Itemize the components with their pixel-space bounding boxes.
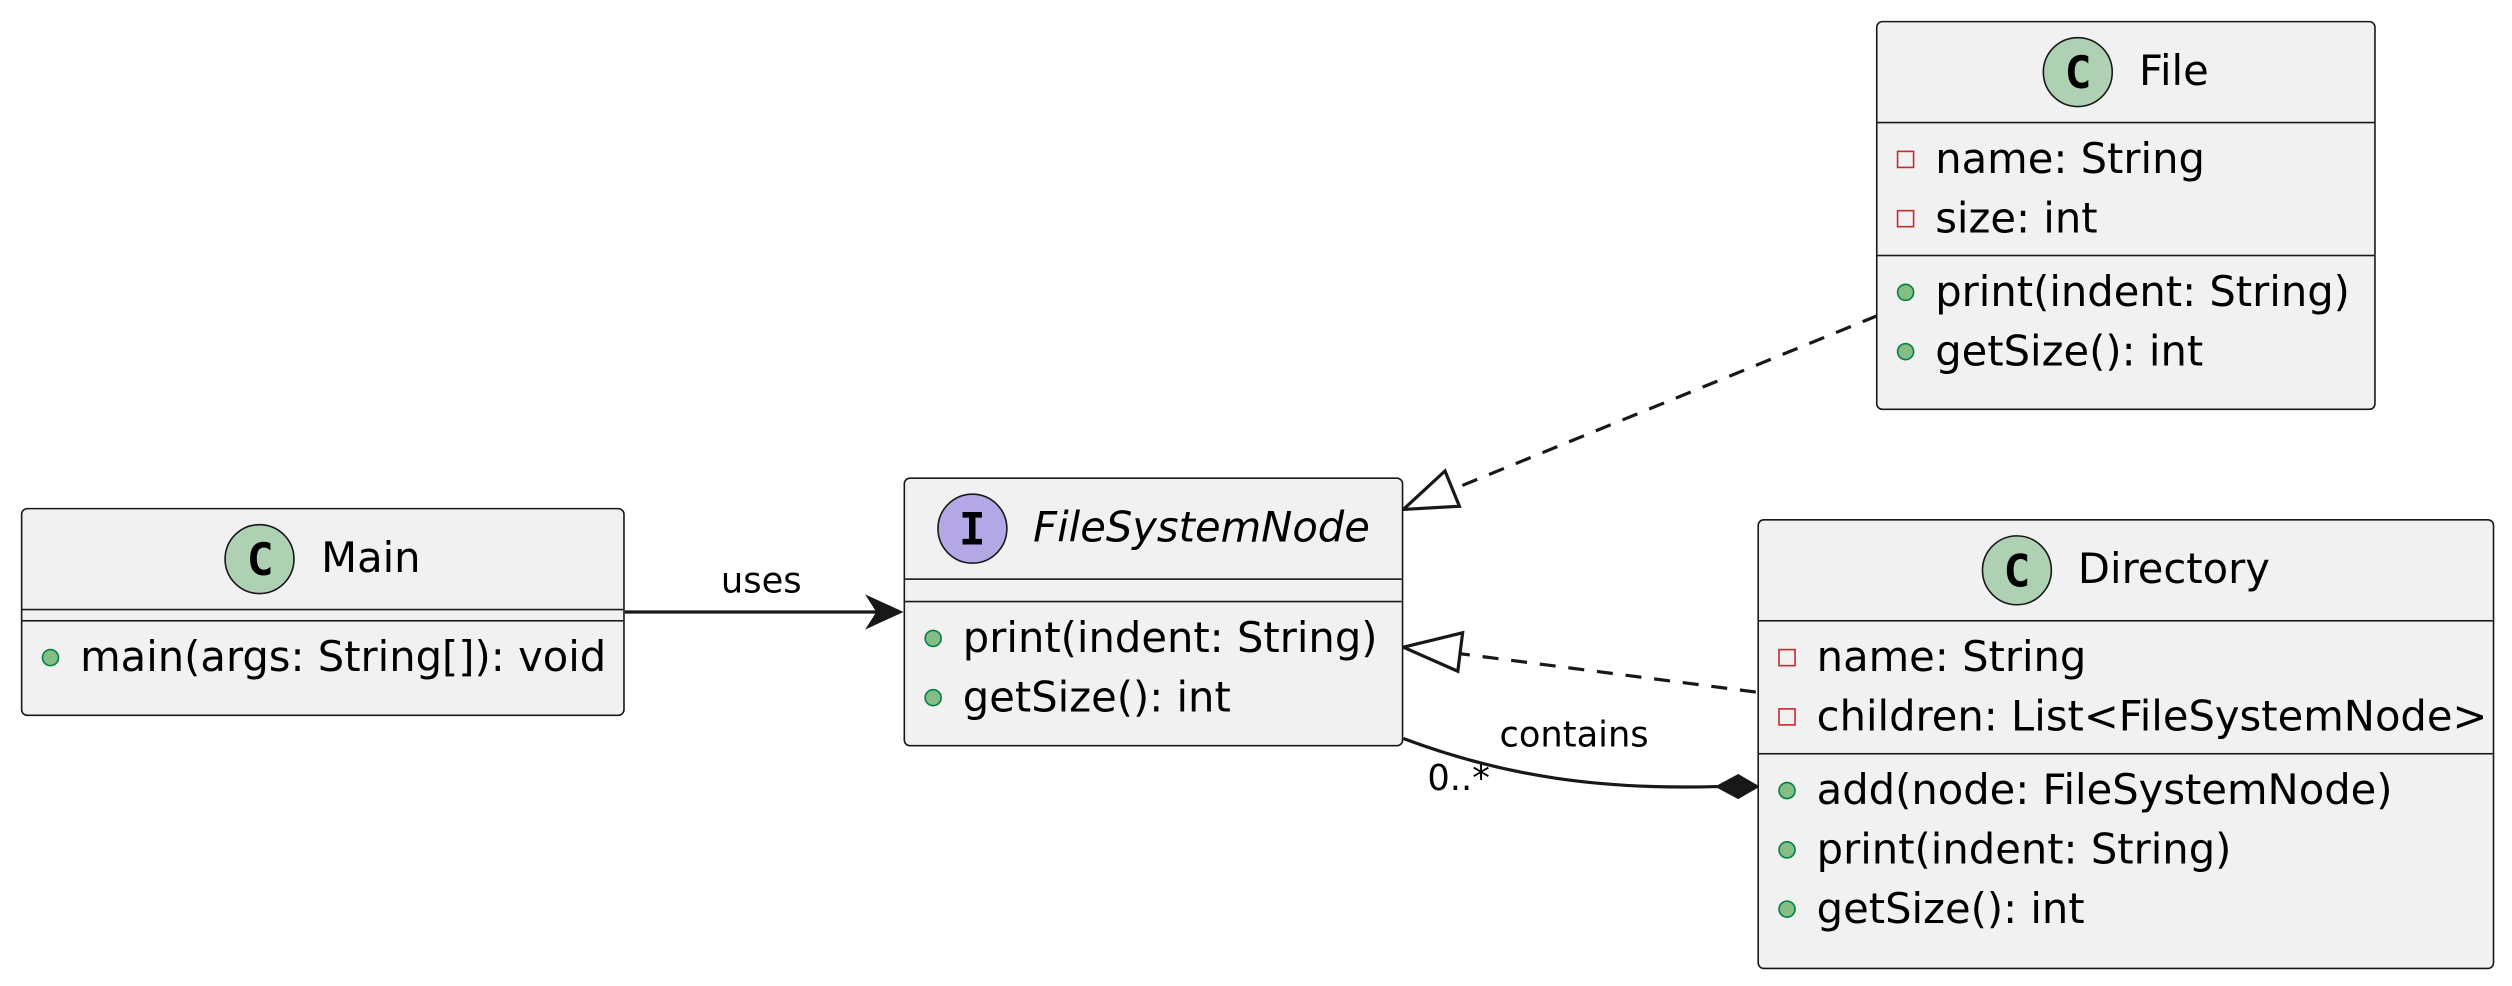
contains-composition-line bbox=[1402, 737, 1718, 789]
method-row: print(indent: String) bbox=[1759, 820, 2493, 879]
class-directory-title: Directory bbox=[2077, 546, 2270, 595]
method-signature: getSize(): int bbox=[1816, 885, 2085, 934]
method-signature: print(indent: String) bbox=[1816, 825, 2232, 874]
method-row: getSize(): int bbox=[1759, 879, 2493, 938]
public-visibility-icon bbox=[1896, 342, 1915, 361]
class-file[interactable]: C File name: String size: int print(inde… bbox=[1875, 20, 2376, 411]
class-directory-header: C Directory bbox=[1758, 521, 2493, 622]
interface-stereotype-icon: I bbox=[936, 493, 1008, 564]
class-main-title: Main bbox=[321, 535, 421, 584]
public-visibility-icon bbox=[41, 648, 60, 667]
method-row: getSize(): int bbox=[1878, 322, 2375, 381]
public-visibility-icon bbox=[1896, 283, 1915, 302]
file-realization-line bbox=[1454, 314, 1879, 491]
method-row: add(node: FileSystemNode) bbox=[1759, 761, 2493, 820]
field-signature: size: int bbox=[1935, 194, 2098, 243]
class-directory-methods: add(node: FileSystemNode) print(indent: … bbox=[1759, 755, 2493, 946]
interface-filesystemnode-title: FileSystemNode bbox=[1033, 504, 1370, 553]
uses-arrowhead bbox=[865, 594, 904, 630]
file-realization-arrowhead bbox=[1398, 468, 1462, 512]
class-main-header: C Main bbox=[22, 509, 624, 611]
method-signature: getSize(): int bbox=[962, 673, 1231, 722]
public-visibility-icon bbox=[924, 629, 942, 648]
uses-label: uses bbox=[720, 562, 802, 603]
multiplicity-label: 0..* bbox=[1427, 759, 1490, 800]
class-stereotype-icon: C bbox=[2042, 36, 2114, 108]
class-main[interactable]: C Main main(args: String[]): void bbox=[20, 507, 625, 717]
directory-realization-line bbox=[1459, 652, 1756, 694]
method-row: print(indent: String) bbox=[1878, 263, 2375, 322]
method-signature: main(args: String[]): void bbox=[80, 633, 607, 682]
contains-label: contains bbox=[1499, 716, 1649, 757]
public-visibility-icon bbox=[1778, 841, 1796, 859]
interface-filesystemnode-header: I FileSystemNode bbox=[905, 479, 1402, 580]
method-row: print(indent: String) bbox=[905, 609, 1402, 668]
class-main-fields bbox=[22, 610, 624, 622]
interface-filesystemnode[interactable]: I FileSystemNode print(indent: String) g… bbox=[903, 477, 1404, 747]
public-visibility-icon bbox=[1778, 781, 1796, 800]
field-signature: name: String bbox=[1816, 633, 2087, 682]
interface-filesystemnode-methods: print(indent: String) getSize(): int bbox=[905, 602, 1402, 733]
class-file-header: C File bbox=[1877, 22, 2375, 124]
private-visibility-icon bbox=[1896, 209, 1915, 228]
method-row: main(args: String[]): void bbox=[22, 628, 623, 687]
directory-realization-arrowhead bbox=[1398, 630, 1465, 674]
private-visibility-icon bbox=[1778, 708, 1796, 726]
field-row: name: String bbox=[1878, 130, 2375, 189]
class-main-methods: main(args: String[]): void bbox=[22, 622, 623, 694]
field-signature: children: List<FileSystemNode> bbox=[1816, 692, 2488, 741]
field-row: size: int bbox=[1878, 189, 2375, 248]
class-directory-fields: name: String children: List<FileSystemNo… bbox=[1758, 622, 2493, 755]
method-signature: print(indent: String) bbox=[1935, 268, 2350, 317]
interface-filesystemnode-fields bbox=[905, 580, 1402, 603]
class-file-methods: print(indent: String) getSize(): int bbox=[1878, 256, 2375, 387]
class-file-title: File bbox=[2139, 48, 2209, 97]
class-directory[interactable]: C Directory name: String children: List<… bbox=[1757, 519, 2495, 970]
class-stereotype-icon: C bbox=[225, 523, 296, 595]
method-signature: print(indent: String) bbox=[962, 614, 1378, 663]
field-row: children: List<FileSystemNode> bbox=[1759, 687, 2493, 746]
class-file-fields: name: String size: int bbox=[1877, 123, 2375, 257]
method-row: getSize(): int bbox=[905, 668, 1402, 727]
field-signature: name: String bbox=[1935, 135, 2205, 184]
private-visibility-icon bbox=[1778, 648, 1796, 667]
method-signature: add(node: FileSystemNode) bbox=[1816, 766, 2393, 815]
private-visibility-icon bbox=[1896, 150, 1915, 169]
public-visibility-icon bbox=[1778, 900, 1796, 918]
method-signature: getSize(): int bbox=[1935, 327, 2204, 376]
field-row: name: String bbox=[1759, 628, 2493, 687]
class-stereotype-icon: C bbox=[1981, 535, 2053, 606]
public-visibility-icon bbox=[924, 688, 942, 707]
composition-diamond bbox=[1714, 773, 1760, 800]
